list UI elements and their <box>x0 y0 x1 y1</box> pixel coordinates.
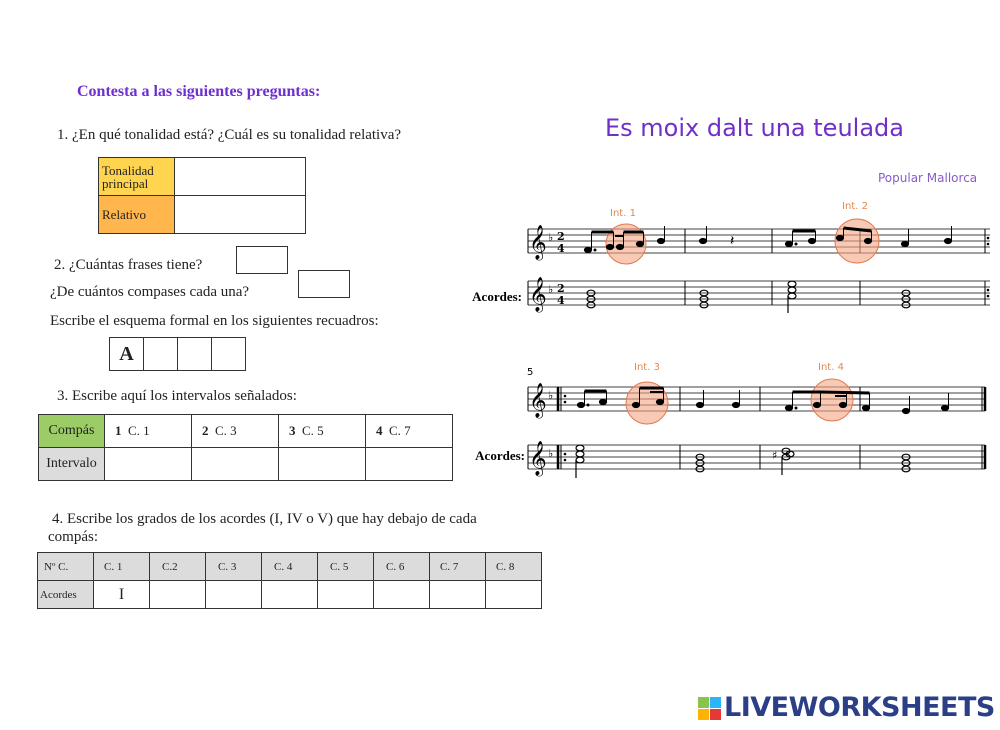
interval-col-4: 4 C. 7 <box>365 414 453 448</box>
interval-label-3: Int. 3 <box>634 362 660 373</box>
interval-highlight-1 <box>605 223 647 265</box>
liveworksheets-logo-icon <box>698 697 721 720</box>
chords-header-0: Nº C. <box>37 552 94 581</box>
treble-clef-icon: 𝄞 <box>529 277 547 313</box>
question-3-text: 3. Escribe aquí los intervalos señalados… <box>57 388 297 404</box>
chord-answer-7[interactable] <box>429 580 486 609</box>
question-1-text: 1. ¿En qué tonalidad está? ¿Cuál es su t… <box>57 127 402 143</box>
question-2-phrases: 2. ¿Cuántas frases tiene? <box>54 257 203 273</box>
system-2-notes <box>576 386 950 415</box>
key-main-label: Tonalidad principal <box>98 157 175 196</box>
brand-name: LIVEWORKSHEETS <box>724 692 995 723</box>
question-4-text: 4. Escribe los grados de los acordes (I,… <box>52 511 477 527</box>
interval-answer-4[interactable] <box>365 447 453 481</box>
song-composer: Popular Mallorca <box>878 171 978 185</box>
chord-answer-4[interactable] <box>261 580 318 609</box>
system-2-chords <box>575 444 911 478</box>
chords-row-label: Acordes <box>37 580 94 609</box>
interval-label-2: Int. 2 <box>842 201 868 212</box>
form-box-4[interactable] <box>211 337 246 371</box>
chords-header-3: C. 3 <box>205 552 262 581</box>
interval-answer-2[interactable] <box>191 447 279 481</box>
system-1-notes: 𝄽 <box>583 226 953 254</box>
form-box-3[interactable] <box>177 337 212 371</box>
interval-highlight-2 <box>834 218 880 264</box>
treble-clef-icon: 𝄞 <box>529 441 547 477</box>
chord-answer-1: I <box>93 580 150 609</box>
intervals-row-label: Intervalo <box>38 447 105 481</box>
song-title: Es moix dalt una teulada <box>605 114 904 142</box>
treble-clef-icon: 𝄞 <box>529 383 547 419</box>
form-scheme-boxes: A <box>109 337 246 371</box>
key-relative-label: Relativo <box>98 195 175 234</box>
chords-header-1: C. 1 <box>93 552 150 581</box>
chords-header-4: C. 4 <box>261 552 318 581</box>
chord-answer-8[interactable] <box>485 580 542 609</box>
system-1-chord-staff <box>528 280 990 306</box>
flat-icon: ♭ <box>548 389 553 402</box>
interval-highlight-4 <box>810 378 854 422</box>
intervals-header-label: Compás <box>38 414 105 448</box>
music-score: 𝄞 𝄞 ♭ ♭ 2 4 2 4 Acordes: Int. 1 Int. 2 𝄽 <box>472 201 990 478</box>
question-2-measures: ¿De cuántos compases cada una? <box>50 284 250 300</box>
chords-header-2: C.2 <box>149 552 206 581</box>
system-1-chords <box>586 280 911 313</box>
chords-table: Nº C. C. 1 C.2 C. 3 C. 4 C. 5 C. 6 C. 7 … <box>37 552 542 609</box>
system-2-chord-staff <box>528 444 985 470</box>
instructions-heading: Contesta a las siguientes preguntas: <box>77 83 321 100</box>
flat-icon: ♭ <box>548 447 553 460</box>
time-signature: 4 <box>557 294 565 307</box>
treble-clef-icon: 𝄞 <box>529 225 547 261</box>
chords-row-title: Acordes: <box>472 289 522 304</box>
form-box-1: A <box>109 337 144 371</box>
system-1-melody-staff <box>528 228 990 254</box>
chords-header-7: C. 7 <box>429 552 486 581</box>
question-2-form: Escribe el esquema formal en los siguien… <box>50 313 379 329</box>
time-signature: 2 <box>557 230 565 243</box>
key-relative-answer[interactable] <box>174 195 306 234</box>
interval-label-1: Int. 1 <box>610 208 636 219</box>
chords-header-5: C. 5 <box>317 552 374 581</box>
interval-answer-1[interactable] <box>104 447 192 481</box>
chords-header-8: C. 8 <box>485 552 542 581</box>
svg-text:𝄽: 𝄽 <box>730 233 734 249</box>
interval-label-4: Int. 4 <box>818 362 844 373</box>
chord-answer-3[interactable] <box>205 580 262 609</box>
chord-answer-6[interactable] <box>373 580 430 609</box>
measures-answer-box[interactable] <box>298 270 350 298</box>
chord-answer-2[interactable] <box>149 580 206 609</box>
chords-row-title-2: Acordes: <box>475 448 525 463</box>
interval-answer-3[interactable] <box>278 447 366 481</box>
flat-icon: ♭ <box>548 231 553 244</box>
question-4-text-2: compás: <box>48 529 98 545</box>
intervals-table: Compás 1 C. 1 2 C. 3 3 C. 5 4 C. 7 Inter… <box>38 414 453 481</box>
key-table: Tonalidad principal Relativo <box>98 157 306 234</box>
interval-col-2: 2 C. 3 <box>191 414 279 448</box>
interval-col-3: 3 C. 5 <box>278 414 366 448</box>
chords-header-6: C. 6 <box>373 552 430 581</box>
form-box-2[interactable] <box>143 337 178 371</box>
measure-number: 5 <box>527 367 533 378</box>
chord-answer-5[interactable] <box>317 580 374 609</box>
time-signature: 2 <box>557 282 565 295</box>
sharp-icon: ♯ <box>772 449 777 462</box>
phrases-answer-box[interactable] <box>236 246 288 274</box>
time-signature: 4 <box>557 242 565 255</box>
key-main-answer[interactable] <box>174 157 306 196</box>
interval-col-1: 1 C. 1 <box>104 414 192 448</box>
flat-icon: ♭ <box>548 283 553 296</box>
